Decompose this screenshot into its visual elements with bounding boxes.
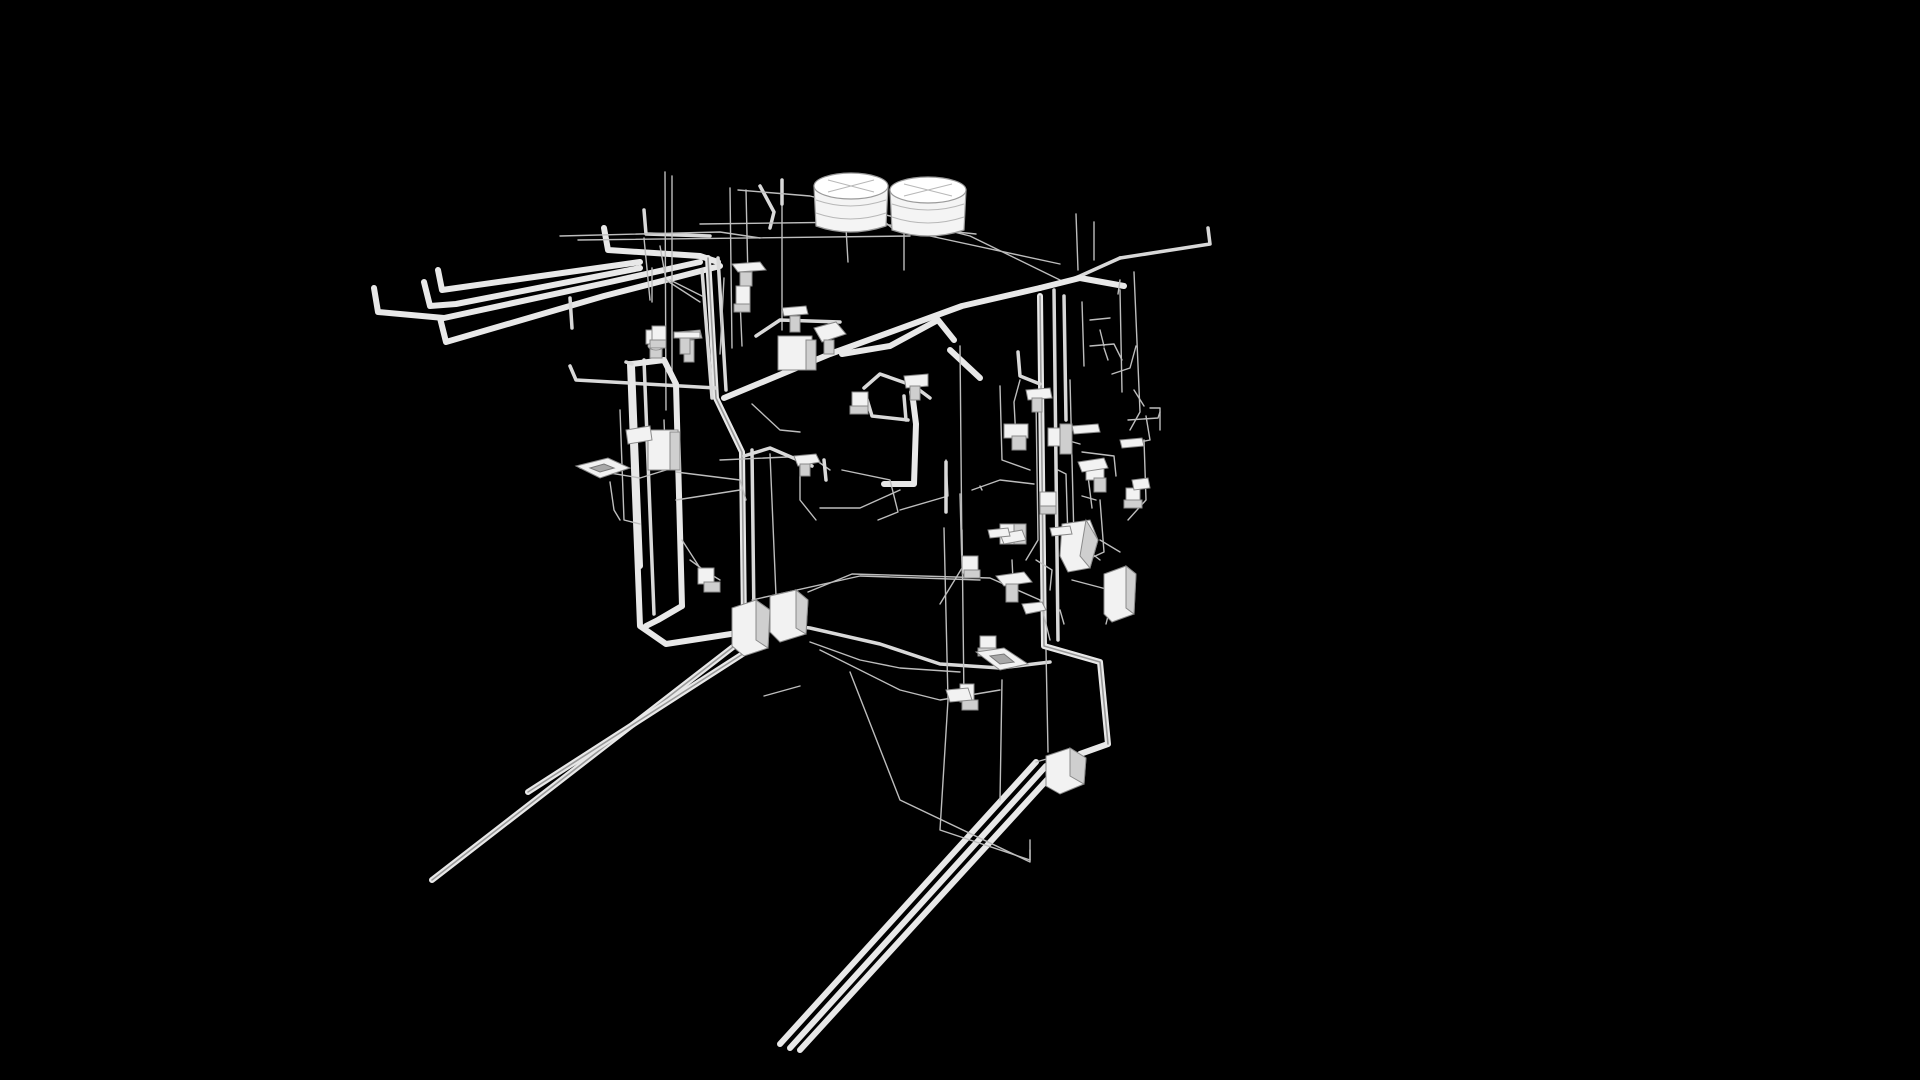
sink-icon[interactable] [1021, 601, 1047, 615]
toilet-icon[interactable] [849, 391, 869, 415]
sink-icon[interactable] [995, 571, 1033, 603]
sink-icon[interactable] [1049, 525, 1073, 537]
left-block-pipes [568, 237, 747, 629]
toilet-icon[interactable] [1047, 423, 1073, 455]
sink-icon[interactable] [974, 647, 1030, 671]
floor-horizontal-runs [700, 268, 1127, 863]
water-tank-icon[interactable] [813, 172, 889, 233]
sink-icon[interactable] [1119, 437, 1145, 449]
junction-box-icon[interactable] [769, 588, 809, 643]
sink-icon[interactable] [903, 373, 929, 401]
sink-icon[interactable] [1077, 457, 1109, 473]
underground-lines-left [429, 637, 755, 883]
sink-icon[interactable] [673, 331, 701, 355]
sink-icon[interactable] [781, 305, 809, 333]
sink-icon[interactable] [574, 457, 632, 479]
sink-icon[interactable] [813, 321, 847, 355]
junction-box-icon[interactable] [731, 599, 771, 657]
toilet-icon[interactable] [649, 325, 667, 349]
toilet-icon[interactable] [697, 567, 721, 593]
sink-icon[interactable] [1025, 387, 1053, 413]
junction-box-icon[interactable] [1103, 564, 1137, 623]
toilet-icon[interactable] [777, 335, 817, 371]
sink-icon[interactable] [731, 261, 767, 287]
toilet-icon[interactable] [733, 285, 751, 313]
sink-icon[interactable] [945, 687, 973, 703]
toilet-icon[interactable] [1003, 423, 1029, 451]
toilet-icon[interactable] [625, 425, 681, 471]
junction-box-icon[interactable] [1045, 747, 1087, 795]
toilet-icon[interactable] [1039, 491, 1057, 515]
sink-icon[interactable] [987, 527, 1011, 539]
water-tank-icon[interactable] [889, 176, 967, 237]
underground-lines-right [777, 757, 1065, 1053]
toilet-icon[interactable] [1123, 477, 1151, 509]
sink-icon[interactable] [1071, 423, 1101, 435]
sink-icon[interactable] [793, 453, 821, 477]
toilet-icon[interactable] [961, 555, 981, 579]
